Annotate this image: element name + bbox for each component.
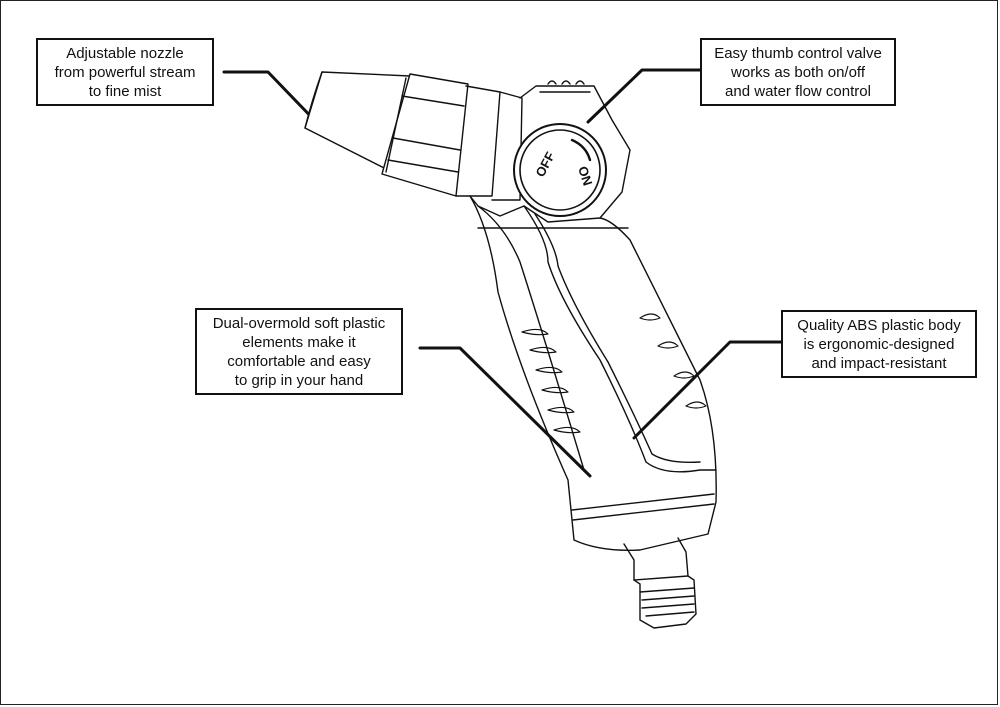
callout-line: from powerful stream — [54, 63, 196, 81]
callout-line: elements make it — [242, 333, 356, 351]
body-callout: Quality ABS plastic body is ergonomic-de… — [781, 310, 977, 378]
grip-ridges — [521, 313, 707, 434]
valve-dial — [513, 123, 607, 217]
callout-line: to fine mist — [88, 82, 162, 100]
dial-on-label: ON — [575, 164, 595, 187]
callout-line: is ergonomic-designed — [803, 335, 955, 353]
callout-line: and water flow control — [725, 82, 871, 100]
nozzle-collar — [381, 73, 523, 201]
body-leader-line — [632, 340, 783, 440]
nozzle-leader-line — [222, 70, 324, 130]
valve-leader-line — [586, 68, 702, 124]
callout-line: Quality ABS plastic body — [797, 316, 961, 334]
leader-lines — [222, 68, 783, 478]
callout-line: comfortable and easy — [227, 352, 371, 370]
callout-line: to grip in your hand — [234, 371, 364, 389]
hose-connector — [571, 493, 715, 629]
callout-line: works as both on/off — [731, 63, 865, 81]
grip-callout: Dual-overmold soft plastic elements make… — [195, 308, 403, 395]
callout-line: Adjustable nozzle — [66, 44, 184, 62]
callout-line: Easy thumb control valve — [714, 44, 882, 62]
callout-line: and impact-resistant — [811, 354, 947, 372]
callout-line: Dual-overmold soft plastic — [212, 314, 386, 332]
upper-body — [469, 80, 631, 223]
valve-callout: Easy thumb control valve works as both o… — [700, 38, 896, 106]
grip-leader-line — [418, 346, 592, 478]
nozzle-callout: Adjustable nozzle from powerful stream t… — [36, 38, 214, 106]
handle-outline — [469, 195, 717, 551]
